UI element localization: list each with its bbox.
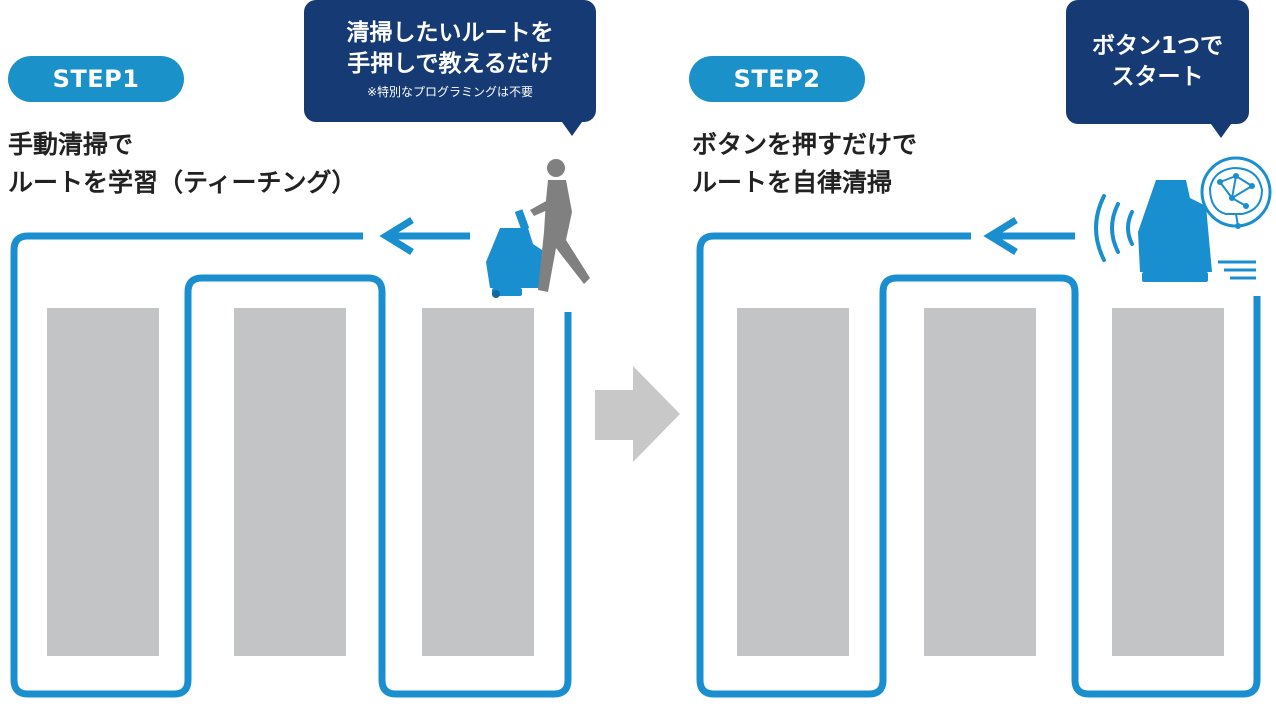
step1-bubble-line2: 手押しで教えるだけ [347,51,553,77]
step1-title-line1: 手動清掃で [8,130,134,159]
step1-shelf-1 [47,308,159,656]
ai-brain-icon [1200,156,1272,229]
step2-robot-cleaner-icon [1138,180,1212,282]
step1-badge: STEP1 [8,56,184,102]
step1-route-path [10,232,572,698]
step2-shelf-1 [737,308,849,656]
wireless-signal-icon [1094,194,1134,262]
step2-shelf-2 [924,308,1036,656]
step2-direction-arrow-icon [983,217,1075,255]
next-step-arrow-icon [595,366,680,462]
step2-title: ボタンを押すだけで ルートを自律清掃 [692,126,917,202]
step1-bubble-line1: 清掃したいルートを [346,20,554,46]
step2-route-path [696,232,1261,698]
step2-badge: STEP2 [689,56,865,102]
step2-bubble-line2: スタート [1111,64,1204,90]
step1-shelf-2 [234,308,346,656]
step2-title-line1: ボタンを押すだけで [692,130,918,159]
person-pushing-icon [530,159,590,292]
step2-bubble-line1: ボタン1つで [1091,33,1223,59]
step2-title-line2: ルートを自律清掃 [692,168,893,197]
step2-shelf-3 [1112,308,1224,656]
step1-bubble-note: ※特別なプログラミングは不要 [366,85,534,99]
step1-title: 手動清掃で ルートを学習（ティーチング） [8,126,357,202]
step2-bubble-tail [1211,124,1231,138]
step1-bubble-tail [562,122,582,136]
step1-speech-bubble: 清掃したいルートを 手押しで教えるだけ ※特別なプログラミングは不要 [304,0,596,136]
step2-speech-bubble: ボタン1つで スタート [1066,0,1249,138]
motion-lines-icon [1218,260,1256,280]
step1-shelf-3 [422,308,534,656]
step1-direction-arrow-icon [379,217,470,255]
step1-title-line2: ルートを学習（ティーチング） [8,168,357,197]
step1-robot-cleaner-icon [486,209,544,298]
